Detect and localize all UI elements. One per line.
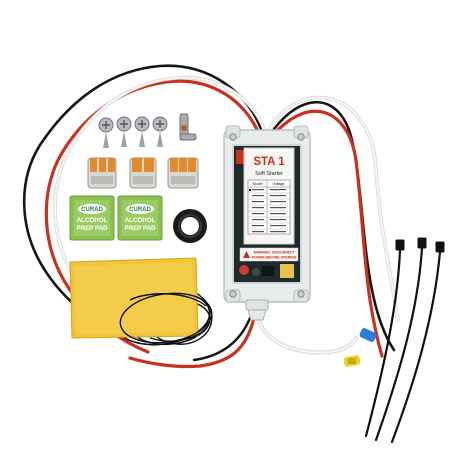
black-wire-outer [22, 64, 264, 340]
cable-tie [364, 239, 405, 438]
red-wire-right [274, 109, 384, 358]
blue-terminal [359, 328, 377, 342]
lever-connector [167, 157, 199, 189]
ground-lug [179, 113, 197, 141]
thin-wire-coil-front [119, 292, 213, 344]
wire-terminals [343, 328, 377, 367]
brand-mark: STA 1 [253, 156, 285, 168]
wire-harness [22, 64, 400, 369]
screw [152, 116, 168, 147]
prep-pad-line1: ALCOHOL [125, 217, 156, 224]
alcohol-prep-pad: CURAD ALCOHOL PREP PAD [69, 195, 115, 241]
cable-tie [374, 237, 427, 442]
screw [98, 117, 114, 148]
cable-gland [245, 299, 269, 321]
screw [134, 116, 150, 147]
cable-ties [364, 237, 445, 444]
product-subtitle: Soft Starter [255, 171, 283, 177]
screw [116, 116, 132, 147]
black-wire-bottom [192, 316, 252, 362]
cable-tie [390, 241, 445, 444]
prep-pad-line2: PREP PAD [76, 225, 108, 232]
alcohol-prep-pad: CURAD ALCOHOL PREP PAD [117, 195, 163, 241]
warning-text-line1: WARNING: DISCONNECT [254, 251, 296, 255]
prep-pad-brand: CURAD [81, 207, 103, 213]
lever-connector [87, 157, 117, 189]
rubber-grommet [173, 209, 207, 243]
spec-table-header-model: Model [253, 182, 263, 186]
lever-connector [129, 157, 157, 189]
warning-label: WARNING: DISCONNECT POWER BEFORE OPENING [239, 247, 299, 262]
warning-text-line2: POWER BEFORE OPENING [252, 256, 297, 260]
lever-connectors [87, 157, 199, 189]
spec-table: Model Voltage [247, 179, 291, 235]
prep-pad-line1: ALCOHOL [77, 217, 108, 224]
prep-pad-line2: PREP PAD [124, 225, 156, 232]
screw-set [98, 116, 168, 148]
spec-table-header-voltage: Voltage [273, 182, 285, 186]
red-wire-bottom [128, 316, 256, 369]
soft-starter-enclosure: STA 1 Soft Starter Model Voltage [223, 125, 311, 321]
prep-pad-brand: CURAD [129, 207, 151, 213]
